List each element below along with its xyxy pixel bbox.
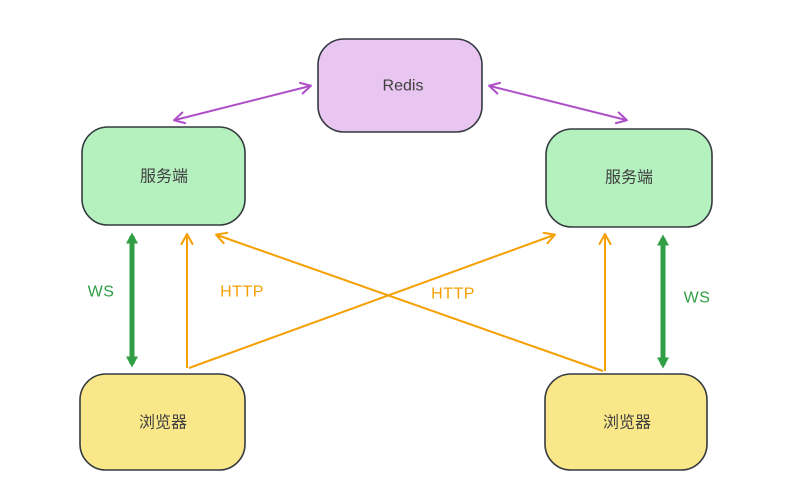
ws-right-label: WS xyxy=(684,290,711,307)
server-right-label: 服务端 xyxy=(605,169,653,187)
redis-node xyxy=(317,38,483,133)
redis-server-left-link xyxy=(173,81,312,125)
ws-left-label: WS xyxy=(88,284,115,301)
redis-label: Redis xyxy=(383,78,424,95)
browser-left-label: 浏览器 xyxy=(139,414,187,432)
browser-right-label: 浏览器 xyxy=(603,414,651,432)
redis-server-right-link xyxy=(488,81,628,125)
server-left-node xyxy=(81,126,246,226)
http-cross-left-to-right-arrow xyxy=(188,231,556,369)
http-right-label: HTTP xyxy=(431,286,475,303)
browser-left-node xyxy=(79,373,246,471)
http-cross-right-to-left-arrow xyxy=(215,231,604,372)
http-left-label: HTTP xyxy=(220,284,264,301)
server-left-label: 服务端 xyxy=(140,168,188,186)
server-right-node xyxy=(545,128,713,228)
browser-right-node xyxy=(544,373,708,471)
